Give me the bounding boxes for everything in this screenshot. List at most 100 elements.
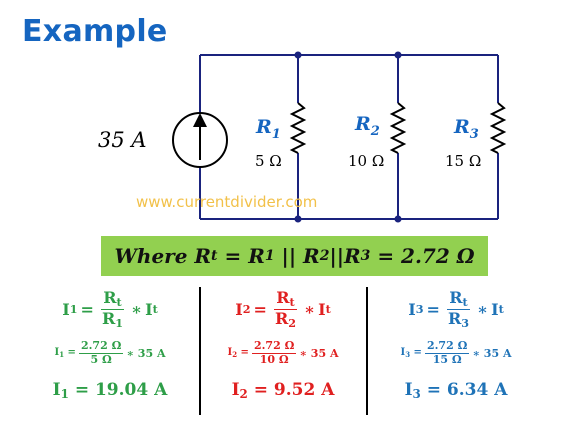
numeric-substitution: I1 = 2.72 Ω 5 Ω ∗ 35 A [54, 338, 166, 366]
resistor-r3-name: R3 [453, 116, 479, 142]
total-current-base: I [145, 299, 153, 319]
numeric-numerator: 2.72 Ω [251, 338, 297, 354]
numeric-denominator: 10 Ω [259, 352, 289, 366]
sub-current-subscript: 1 [59, 349, 65, 359]
current-symbol: I [62, 299, 70, 319]
total-current-base: I [318, 299, 326, 319]
times-sign: ∗ [477, 299, 489, 319]
result-current-symbol: I [404, 380, 413, 400]
numeric-ratio: 2.72 Ω 10 Ω [251, 338, 297, 366]
eq-result: = 2.72 Ω [377, 244, 475, 268]
result-value: = 6.34 A [426, 380, 508, 400]
resistor-r1-name: R1 [255, 116, 281, 142]
sub-current-symbol: I [227, 347, 233, 359]
frac-num-sub: t [462, 294, 468, 309]
resistor-r2-symbol [389, 102, 407, 154]
source-multiplier: ∗ 35 A [472, 346, 512, 360]
current-result: I1 = 19.04 A [53, 380, 168, 401]
rt-sub: t [211, 248, 218, 264]
current-subscript: 2 [242, 302, 251, 316]
result-current-symbol: I [231, 380, 240, 400]
current-source-symbol [172, 112, 228, 168]
total-current-sub: t [152, 302, 158, 316]
frac-num-base: R [276, 287, 290, 307]
result-current-subscript: 3 [412, 386, 421, 401]
frac-den-sub: 2 [288, 315, 297, 330]
frac-num-base: R [449, 287, 463, 307]
equals-sign: = [426, 299, 440, 319]
resistor-r2-name: R2 [354, 113, 380, 139]
resistor-r1-symbol [289, 102, 307, 154]
frac-den-base: R [447, 308, 462, 328]
eq-r1-sub: 1 [264, 248, 275, 264]
total-current-sub: t [498, 302, 504, 316]
result-current-subscript: 1 [60, 386, 69, 401]
times-sign: ∗ [304, 299, 316, 319]
equals-sign: = [253, 299, 267, 319]
sub-current-subscript: 3 [405, 349, 411, 359]
frac-den-sub: 1 [115, 315, 124, 330]
numeric-substitution: I3 = 2.72 Ω 15 Ω ∗ 35 A [400, 338, 512, 366]
numeric-ratio: 2.72 Ω 15 Ω [424, 338, 470, 366]
resistance-ratio: Rt R3 [446, 287, 471, 330]
total-current-sub: t [325, 302, 331, 316]
eq-r3-base: ||R [329, 244, 361, 268]
eq-r3-sub: 3 [360, 248, 371, 264]
column-divider-1 [199, 287, 201, 415]
sub-current-symbol: I [400, 347, 406, 359]
current-subscript: 1 [69, 302, 78, 316]
numeric-numerator: 2.72 Ω [78, 338, 124, 354]
frac-num-base: R [103, 287, 117, 307]
watermark: www.currentdivider.com [136, 193, 318, 211]
resistor-r1-value: 5 Ω [255, 152, 282, 170]
frac-den-sub: 3 [461, 315, 470, 330]
source-current-label: 35 A [98, 128, 147, 152]
frac-num-sub: t [289, 294, 295, 309]
junction-dots [294, 51, 402, 223]
source-multiplier: ∗ 35 A [299, 346, 339, 360]
current-symbol: I [408, 299, 416, 319]
numeric-denominator: 5 Ω [90, 352, 112, 366]
page-title: Example [22, 14, 168, 49]
current-result: I2 = 9.52 A [232, 380, 335, 401]
frac-den-base: R [274, 308, 289, 328]
result-current-subscript: 2 [239, 386, 248, 401]
sub-current-symbol: I [54, 347, 60, 359]
eq-r2-sub: 2 [319, 248, 330, 264]
result-current-symbol: I [52, 380, 61, 400]
resistor-r3-value: 15 Ω [445, 152, 481, 170]
numeric-numerator: 2.72 Ω [424, 338, 470, 354]
times-sign: ∗ [131, 299, 143, 319]
resistor-r3-symbol [489, 102, 507, 154]
numeric-ratio: 2.72 Ω 5 Ω [78, 338, 124, 366]
resistor-r2-value: 10 Ω [348, 152, 384, 170]
current-symbol: I [235, 299, 243, 319]
equals-sign: = [80, 299, 94, 319]
result-value: = 19.04 A [74, 380, 168, 400]
rt-base: R [194, 244, 212, 268]
where-word: Where [114, 244, 188, 268]
sub-current-subscript: 2 [232, 349, 238, 359]
parallel-circuit-diagram: 35 A R1 5 Ω R2 10 Ω R3 15 Ω [98, 51, 507, 223]
current-result: I3 = 6.34 A [405, 380, 508, 401]
resistance-ratio: Rt R2 [273, 287, 298, 330]
source-multiplier: ∗ 35 A [126, 346, 166, 360]
result-value: = 9.52 A [253, 380, 335, 400]
resistance-ratio: Rt R1 [100, 287, 125, 330]
total-current-base: I [491, 299, 499, 319]
frac-num-sub: t [116, 294, 122, 309]
eq-r1-base: R [248, 244, 265, 268]
eq-r2-base: || R [281, 244, 320, 268]
circuit-wires [199, 54, 499, 220]
numeric-denominator: 15 Ω [432, 352, 462, 366]
numeric-substitution: I2 = 2.72 Ω 10 Ω ∗ 35 A [227, 338, 339, 366]
current-subscript: 3 [415, 302, 424, 316]
column-divider-2 [366, 287, 368, 415]
